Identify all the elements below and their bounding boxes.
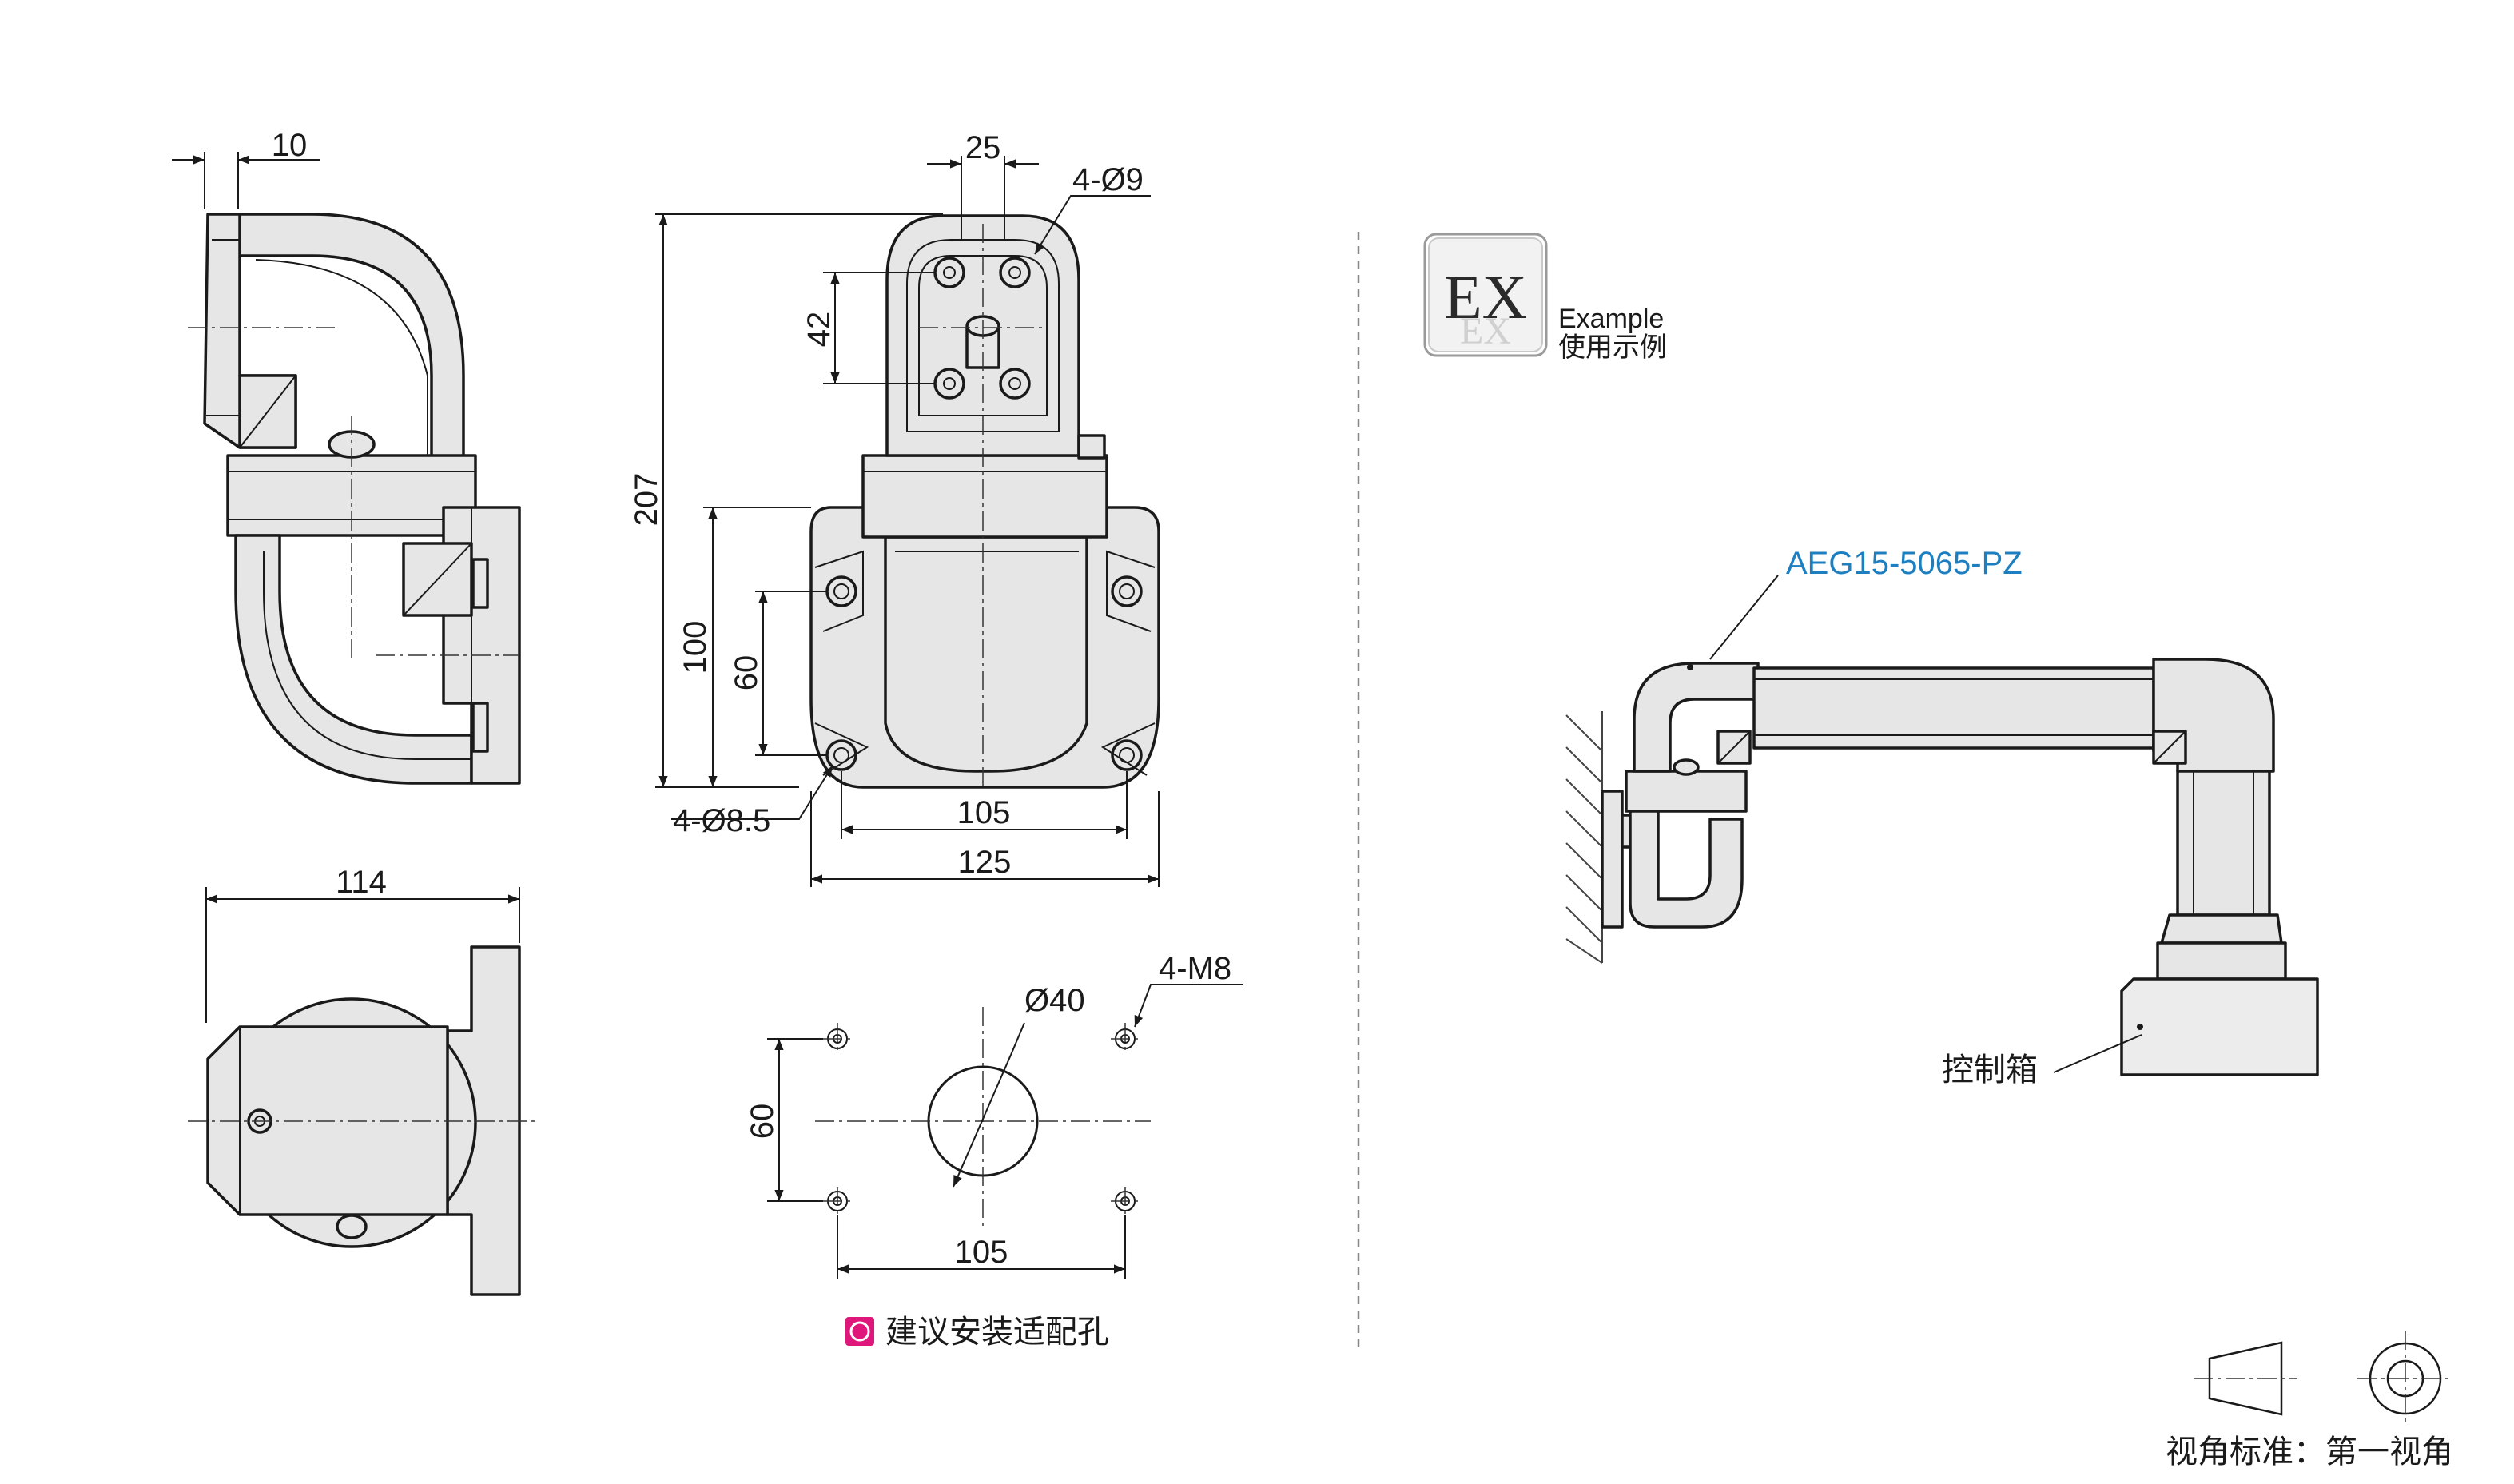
- dim-overall-height: 207: [629, 473, 664, 527]
- dim-mount-spacing-v: 60: [745, 1104, 780, 1140]
- dim-mount-thread: 4-M8: [1159, 951, 1231, 986]
- dim-mount-spacing-h: 105: [955, 1235, 1008, 1270]
- dim-base-hole-spacing-h: 105: [957, 795, 1011, 830]
- dim-bottom-depth: 114: [336, 865, 387, 900]
- dim-center-bore: Ø40: [1024, 983, 1085, 1018]
- example-badge: EX: [1444, 262, 1527, 332]
- dim-base-height: 100: [678, 621, 713, 674]
- dim-side-offset: 10: [272, 128, 308, 163]
- dim-base-hole-spec: 4-Ø8.5: [673, 803, 770, 838]
- projection-caption: 视角标准：第一视角: [2166, 1434, 2453, 1470]
- bottom-view: 114: [188, 865, 535, 1296]
- wall-hatch: [1565, 711, 1603, 964]
- example-badge-icon: EX EX: [1423, 233, 1548, 357]
- dim-base-hole-spacing-v: 60: [729, 655, 764, 691]
- projection-symbol-icon: 视角标准：第一视角: [2166, 1331, 2453, 1470]
- mount-marker-icon: [845, 1317, 874, 1346]
- dim-base-width: 125: [958, 845, 1012, 880]
- front-view: 25 4-Ø9 42 207 100 60 4-Ø8.5 105 125: [629, 130, 1160, 887]
- example-part-code: AEG15-5065-PZ: [1786, 546, 2023, 581]
- side-view: 10: [172, 128, 521, 785]
- mount-caption: 建议安装适配孔: [885, 1314, 1109, 1351]
- dim-hole-spec: 4-Ø9: [1072, 162, 1144, 197]
- example-label-en: Example: [1558, 304, 1664, 334]
- dim-hole-spacing-v: 42: [802, 312, 837, 348]
- example-box-label: 控制箱: [1942, 1052, 2038, 1088]
- example-panel: EX EX Example 使用示例: [1423, 233, 2319, 1088]
- mount-pattern: Ø40 4-M8 60 105 建议安装适配孔: [745, 951, 1243, 1351]
- dim-top-width: 25: [965, 130, 1001, 165]
- svg-text:EX: EX: [1460, 310, 1511, 352]
- example-label-cn: 使用示例: [1558, 332, 1667, 364]
